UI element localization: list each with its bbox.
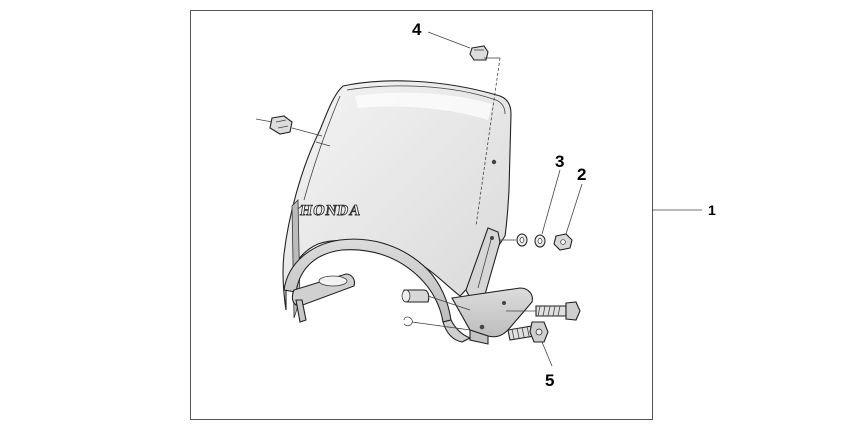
callout-4: 4 [412,20,422,39]
callout-1: 1 [708,202,716,218]
leader-line-2 [565,183,583,235]
left-clip-part [255,115,323,137]
diagram-frame [190,10,653,420]
honda-logo-text: HONDA [299,203,362,219]
callout-3: 3 [555,152,564,171]
clip-part [469,45,501,227]
callout-5: 5 [545,371,554,390]
leader-line-3 [541,169,561,235]
bolt-part [507,321,549,343]
horizontal-bolt-part [506,301,581,321]
leader-line-5 [541,341,553,367]
leader-line-4 [427,31,471,49]
nut-part [553,233,573,251]
washer-parts [500,233,546,248]
callout-2: 2 [577,165,586,184]
